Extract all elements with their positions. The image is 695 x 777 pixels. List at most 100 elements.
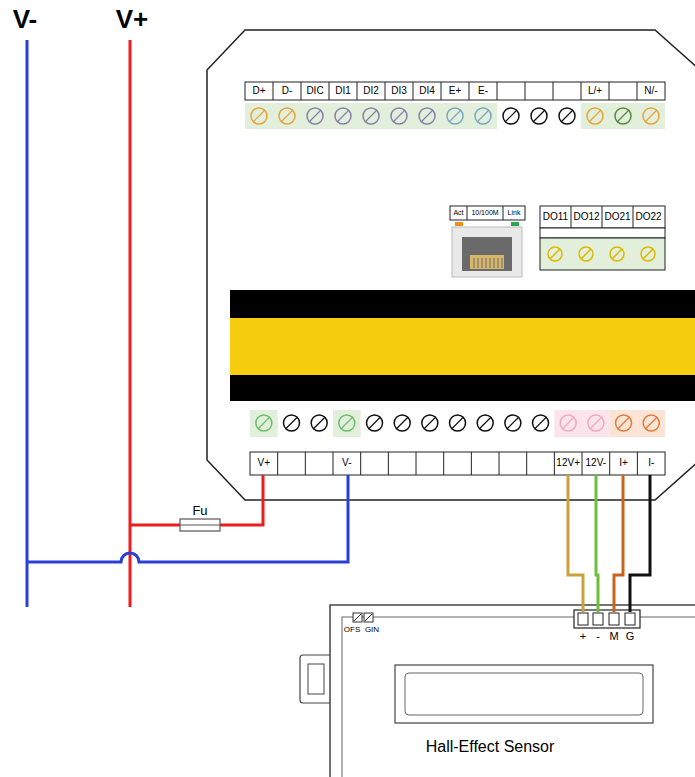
cell-divider (357, 82, 358, 100)
yellow-band (230, 318, 695, 375)
terminal-screw (391, 108, 407, 124)
cell-divider (301, 82, 302, 100)
terminal-screw (279, 108, 295, 124)
screw-slot (561, 110, 573, 122)
terminal-ground (273, 103, 301, 129)
bottom-terminal-strip (250, 410, 665, 475)
supply-minus-wire (596, 475, 598, 612)
cell-divider (333, 452, 334, 475)
terminal-screw (307, 108, 323, 124)
screw-slot (589, 110, 601, 122)
cell-divider (637, 452, 638, 475)
terminal-screw (284, 415, 300, 431)
pin-label: M (606, 631, 622, 642)
cell-divider (471, 452, 472, 475)
screw-slot (452, 417, 464, 429)
screw-slot (313, 417, 325, 429)
cell-divider (413, 82, 414, 100)
terminal-label: DIC (301, 86, 329, 96)
label-row (250, 452, 665, 475)
cell-divider (416, 452, 417, 475)
terminal-ground (609, 103, 637, 129)
screw-slot (562, 417, 574, 429)
terminal-label: DO12 (571, 212, 602, 222)
terminal-ground (469, 103, 497, 129)
terminal-label: D+ (245, 86, 273, 96)
screw-slot (507, 417, 519, 429)
terminal-screw (339, 415, 355, 431)
screw-slot (477, 110, 489, 122)
pin-label: - (590, 631, 606, 642)
terminal-screw (615, 108, 631, 124)
node-text: Hall-Effect Sensor (360, 738, 620, 756)
terminal-screw (533, 415, 549, 431)
terminal-screw (450, 415, 466, 431)
screw-slot (645, 110, 657, 122)
terminal-screw (363, 108, 379, 124)
cell-divider (277, 452, 278, 475)
terminal-ground (357, 103, 385, 129)
terminal-ground (554, 410, 582, 437)
screw-slot (341, 417, 353, 429)
screw-slot (421, 110, 433, 122)
terminal-screw (587, 108, 603, 124)
screw-slot (286, 417, 298, 429)
terminal-screw (256, 415, 272, 431)
cell-divider (553, 82, 554, 100)
terminal-label: Link (503, 209, 525, 216)
screw-slot (533, 110, 545, 122)
terminal-screw (394, 415, 410, 431)
screw-slot (618, 417, 630, 429)
screw-slot (590, 417, 602, 429)
black-band (230, 290, 695, 318)
black-band (230, 375, 695, 401)
terminal-screw (588, 415, 604, 431)
terminal-screw (560, 415, 576, 431)
screw-slot (396, 417, 408, 429)
cell-divider (581, 82, 582, 100)
terminal-label: DI2 (357, 86, 385, 96)
terminal-ground (441, 103, 469, 129)
terminal-screw (531, 108, 547, 124)
cell-divider (388, 452, 389, 475)
sensor-box: Hall-Effect Sensor (360, 738, 620, 756)
cell-divider (305, 452, 306, 475)
terminal-ground (329, 103, 357, 129)
screw-slot (281, 110, 293, 122)
screw-slot (258, 417, 270, 429)
relay-output-block (540, 206, 665, 270)
terminal-label: I+ (608, 458, 640, 468)
cell-divider (637, 82, 638, 100)
cell-divider (443, 452, 444, 475)
negative-wire (27, 475, 348, 562)
cell-divider (525, 82, 526, 100)
hall-sensor-housing (300, 605, 695, 777)
screw-slot (424, 417, 436, 429)
node-text: Fu (170, 503, 230, 518)
terminal-label: DI3 (385, 86, 413, 96)
terminal-screw (643, 108, 659, 124)
terminal-label: V- (331, 458, 363, 468)
terminal-label: DO21 (602, 212, 633, 222)
terminal-screw (643, 415, 659, 431)
terminal-screw (419, 108, 435, 124)
positive-bus (129, 40, 132, 607)
terminal-ground (385, 103, 413, 129)
fuse-element (180, 525, 220, 526)
terminal-screw (251, 108, 267, 124)
terminal-label: V+ (248, 458, 280, 468)
bus-label: V+ (106, 6, 158, 32)
terminal-ground (637, 410, 665, 437)
terminal-screw (477, 415, 493, 431)
ground-wire (630, 475, 650, 612)
top-terminal-strip (245, 82, 665, 129)
screw-slot (645, 417, 657, 429)
terminal-ground (301, 103, 329, 129)
terminal-label: Act (450, 209, 467, 216)
terminal-label: DI4 (413, 86, 441, 96)
pin-label: OFS (340, 626, 364, 634)
screw-slot (253, 110, 265, 122)
terminal-screw (367, 415, 383, 431)
pin-label: GIN (360, 626, 384, 634)
